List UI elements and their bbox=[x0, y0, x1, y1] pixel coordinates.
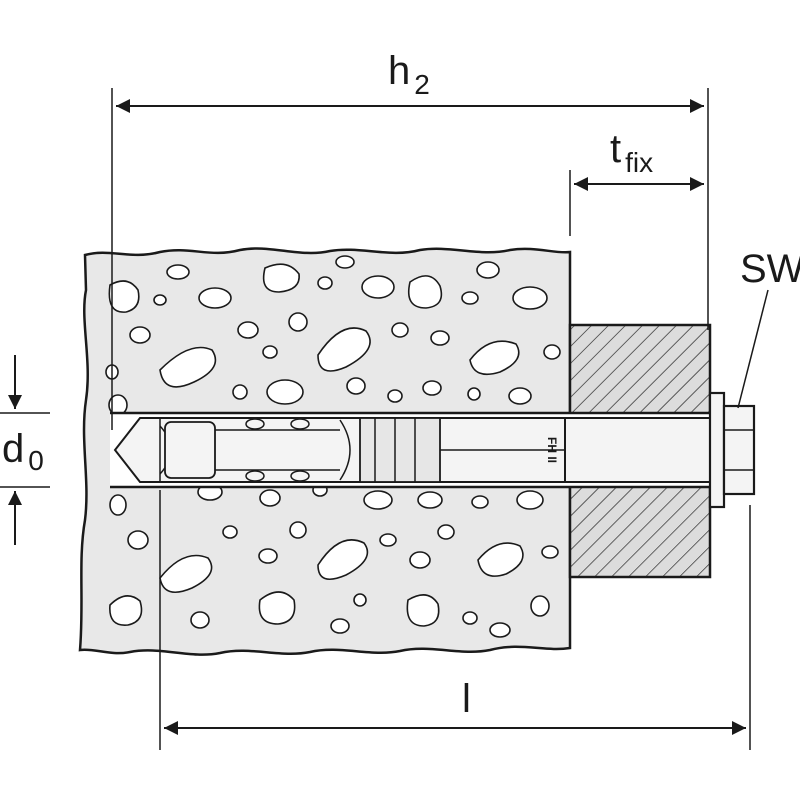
l-dimension: l bbox=[159, 490, 751, 750]
washer bbox=[708, 391, 726, 509]
anchor-bolt: FH II bbox=[113, 417, 566, 483]
bolt-shank bbox=[564, 417, 716, 483]
anchor-stamp: FH II bbox=[545, 437, 559, 463]
sw-label: SW bbox=[740, 247, 800, 291]
l-label: l bbox=[462, 677, 471, 721]
hex-nut bbox=[722, 404, 756, 496]
aggregate-stones bbox=[105, 255, 561, 638]
sw-callout: SW bbox=[737, 247, 800, 409]
